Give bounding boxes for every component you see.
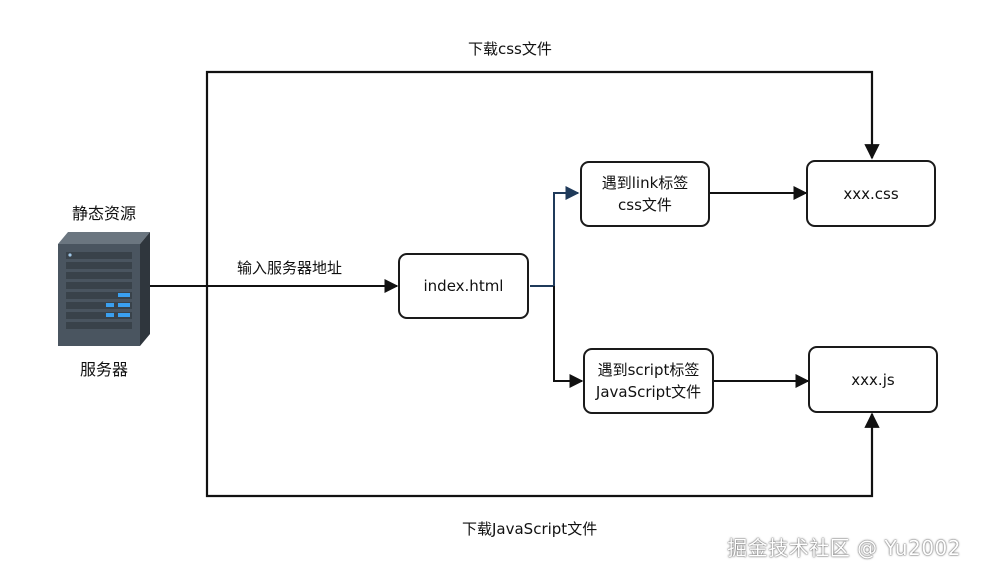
script-tag-line-2: JavaScript文件	[595, 383, 702, 401]
link-tag-line-1: 遇到link标签	[601, 174, 689, 192]
css-file-text: xxx.css	[843, 184, 899, 203]
server-bottom-label: 服务器	[80, 360, 129, 379]
index-html-text: index.html	[423, 277, 504, 295]
request-label: 输入服务器地址	[237, 259, 343, 277]
server-top-label: 静态资源	[72, 204, 137, 223]
script-tag-line-1: 遇到script标签	[597, 361, 700, 379]
watermark: 掘金技术社区 @ Yu2002	[727, 536, 961, 560]
css-file-node: xxx.css	[806, 160, 936, 227]
download-js-label: 下载JavaScript文件	[462, 520, 598, 538]
index-html-node: index.html	[398, 253, 529, 319]
js-file-node: xxx.js	[808, 346, 938, 413]
branch-connector	[530, 186, 584, 388]
js-file-text: xxx.js	[851, 370, 895, 389]
download-js-arrow	[205, 286, 880, 498]
link-tag-node: 遇到link标签 css文件	[580, 161, 710, 227]
download-css-arrow	[205, 70, 880, 286]
server-icon	[58, 232, 150, 346]
download-css-label: 下载css文件	[468, 40, 552, 58]
script-tag-node: 遇到script标签 JavaScript文件	[583, 348, 714, 414]
link-tag-line-2: css文件	[618, 196, 672, 214]
